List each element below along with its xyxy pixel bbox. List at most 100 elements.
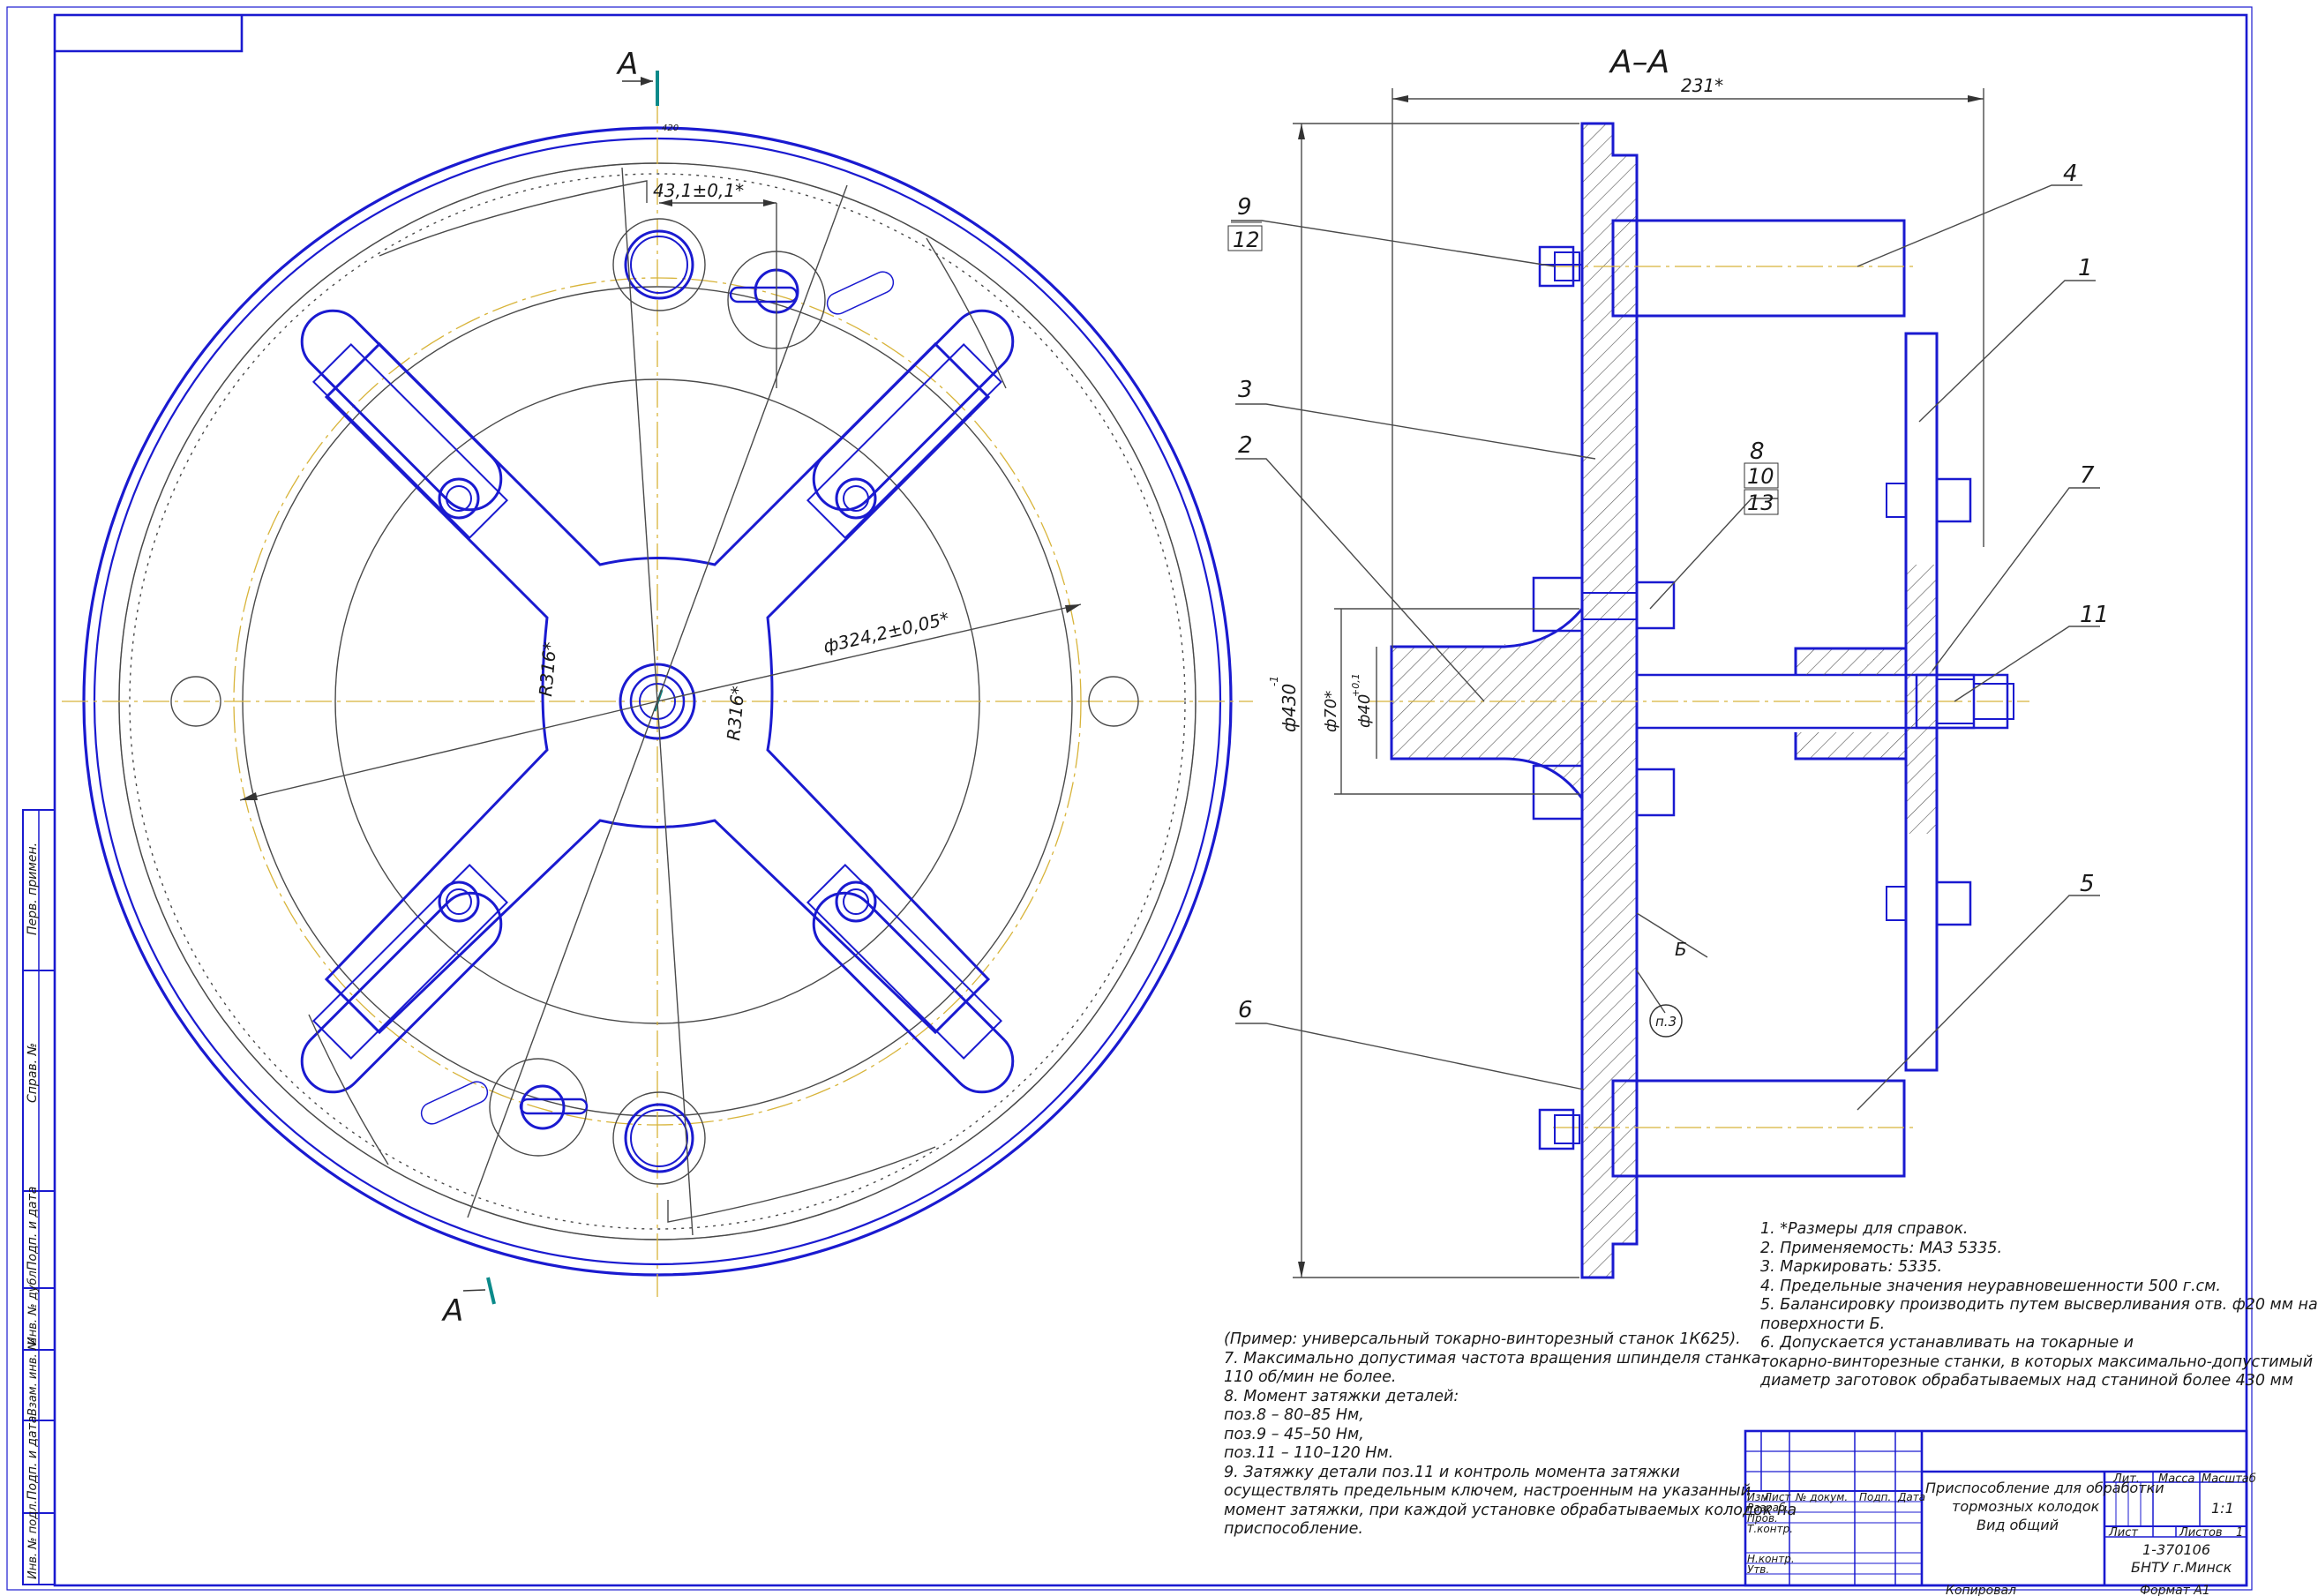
tb-row-nkontr: Н.контр. xyxy=(1747,1553,1795,1565)
callout-13: 13 xyxy=(1747,491,1774,515)
tb-col-date: Дата xyxy=(1897,1491,1925,1503)
jaw-bottom-left xyxy=(300,863,509,1094)
tb-row-razrab: Разраб. xyxy=(1747,1502,1789,1514)
callout-11: 11 xyxy=(2080,602,2109,628)
pin-top xyxy=(612,218,706,311)
tb-col-doc: № докум. xyxy=(1795,1491,1848,1503)
side-stamp-vzam-inv: Взам. инв. № xyxy=(26,1338,40,1416)
dim-width-ref: 231* xyxy=(1681,75,1723,96)
callout-labels: 9 12 4 1 3 2 8 10 13 7 11 5 6 Б п.3 xyxy=(1227,161,2109,1038)
section-view xyxy=(1293,88,2029,1279)
right-disc-hatch xyxy=(1796,565,1937,834)
title-line-2: тормозных колодок xyxy=(1952,1498,2100,1515)
note-line: 110 об/мин не более. xyxy=(1224,1368,1397,1386)
hub-hatch xyxy=(1392,609,1582,798)
guide-curve-left xyxy=(308,1014,389,1165)
callout-2: 2 xyxy=(1238,432,1253,459)
cross-plate xyxy=(324,341,991,1035)
note-line: 9. Затяжку детали поз.11 и контроль моме… xyxy=(1224,1463,1680,1481)
note-line: поз.8 – 80–85 Нм, xyxy=(1224,1406,1364,1424)
title-block xyxy=(1744,1429,2248,1587)
bolt-circle xyxy=(233,277,1082,1126)
title-line-1: Приспособление для обработки xyxy=(1925,1480,2164,1496)
surface-b-label: Б xyxy=(1675,939,1687,960)
jaw-top-left xyxy=(300,309,509,540)
note-line: 3. Маркировать: 5335. xyxy=(1760,1258,1943,1276)
jaw-top-right xyxy=(806,309,1015,540)
callout-8: 8 xyxy=(1750,438,1765,465)
bolt-lower-row xyxy=(1532,764,1676,820)
callout-6: 6 xyxy=(1238,997,1253,1023)
tb-copied: Копировал xyxy=(1946,1584,2016,1596)
dim-dia-40-tol: +0,1 xyxy=(1350,673,1362,697)
cut-label-bottom: А xyxy=(441,1293,463,1329)
title-line-3: Вид общий xyxy=(1977,1517,2059,1533)
dim-radius-1: R316* xyxy=(535,641,560,698)
side-hole-left xyxy=(170,676,221,727)
tb-scale: Масштаб xyxy=(2202,1472,2256,1486)
front-view xyxy=(62,97,1253,1297)
leaders xyxy=(1231,184,2100,1111)
tb-col-list: Лист xyxy=(1763,1491,1791,1503)
title-block-text: Приспособление для обработки тормозных к… xyxy=(1747,1472,2256,1596)
dim-marker-top: 420 xyxy=(662,124,679,133)
sheet-frame xyxy=(6,6,2253,1591)
nut-11 xyxy=(1915,673,2014,730)
callout-3: 3 xyxy=(1238,377,1253,403)
note-line: 6. Допускается устанавливать на токарные… xyxy=(1760,1334,2134,1352)
nut-right-bottom xyxy=(1886,880,1972,926)
notes-left: (Пример: универсальный токарно-винторезн… xyxy=(1224,1330,1797,1540)
side-stamp-inv-podl: Инв. № подл. xyxy=(26,1500,40,1579)
section-cut-marker-bottom xyxy=(462,1277,496,1305)
callout-4: 4 xyxy=(2063,161,2078,187)
dim-dia-70: ф70* xyxy=(1322,691,1340,732)
note-line: 8. Момент затяжки деталей: xyxy=(1224,1387,1459,1405)
note-ref-circle xyxy=(1649,1004,1683,1038)
tb-org: БНТУ г.Минск xyxy=(2131,1559,2232,1576)
tb-sheet: Лист xyxy=(2108,1526,2138,1540)
tb-row-prov: Пров. xyxy=(1747,1512,1778,1525)
note-line: (Пример: универсальный токарно-винторезн… xyxy=(1224,1330,1741,1348)
note-line: 7. Максимально допустимая частота вращен… xyxy=(1224,1349,1767,1367)
notes-right: 1. *Размеры для справок. 2. Применяемост… xyxy=(1760,1220,2318,1391)
dim-line-r316-a xyxy=(621,167,658,702)
tb-col-sign: Подп. xyxy=(1859,1491,1891,1503)
right-disc-hub xyxy=(1794,647,1906,761)
note-line: момент затяжки, при каждой установке обр… xyxy=(1224,1501,1797,1519)
note-line: диаметр заготовок обрабатываемых над ста… xyxy=(1760,1372,2294,1390)
dim-radius-2: R316* xyxy=(723,686,748,742)
tb-format: Формат А1 xyxy=(2140,1584,2210,1596)
dim-dia-430: ф430 xyxy=(1279,684,1300,732)
dim-dia-324: ф324,2±0,05* xyxy=(821,608,951,657)
dim-dia-430-tol: -1 xyxy=(1268,676,1280,686)
note-line: 4. Предельные значения неуравновешенност… xyxy=(1760,1277,2221,1295)
section-title: А–А xyxy=(1609,44,1669,80)
note-line: приспособление. xyxy=(1224,1520,1363,1538)
pin-5 xyxy=(1611,1079,1906,1178)
tb-mass: Масса xyxy=(2158,1472,2194,1486)
tb-scale-value: 1:1 xyxy=(2211,1500,2234,1517)
guide-curve-right xyxy=(926,237,1007,389)
section-cut-marker-top xyxy=(622,71,659,106)
side-stamp-labels: Перв. примен. Справ. № Подп. и дата Инв.… xyxy=(26,843,40,1579)
latch-top xyxy=(727,251,895,349)
callout-1: 1 xyxy=(2078,255,2093,281)
note-line: 2. Применяемость: МАЗ 5335. xyxy=(1760,1239,2003,1257)
side-stamp xyxy=(22,809,56,1585)
nut-right-top xyxy=(1886,477,1972,523)
nut-bottom-pin xyxy=(1538,1108,1580,1150)
side-stamp-sprav: Справ. № xyxy=(26,1043,40,1103)
bolt-upper-row xyxy=(1532,576,1676,633)
dim-spacing: 43,1±0,1* xyxy=(653,180,744,201)
side-hole-right xyxy=(1088,676,1139,727)
callout-5: 5 xyxy=(2080,871,2095,897)
side-stamp-podp-1: Подп. и дата xyxy=(26,1187,40,1270)
tb-lit: Лит. xyxy=(2112,1472,2140,1486)
note-line: 5. Балансировку производить путем высвер… xyxy=(1760,1296,2318,1314)
guide-curve-top xyxy=(379,180,648,257)
side-stamp-perv-primen: Перв. примен. xyxy=(26,843,40,935)
side-stamp-podp-2: Подп. и дата xyxy=(26,1416,40,1500)
dim-line-r316-b xyxy=(656,701,694,1236)
note-line: осуществлять предельным ключем, настроен… xyxy=(1224,1482,1751,1500)
note-line: токарно-винторезные станки, в которых ма… xyxy=(1760,1352,2314,1371)
